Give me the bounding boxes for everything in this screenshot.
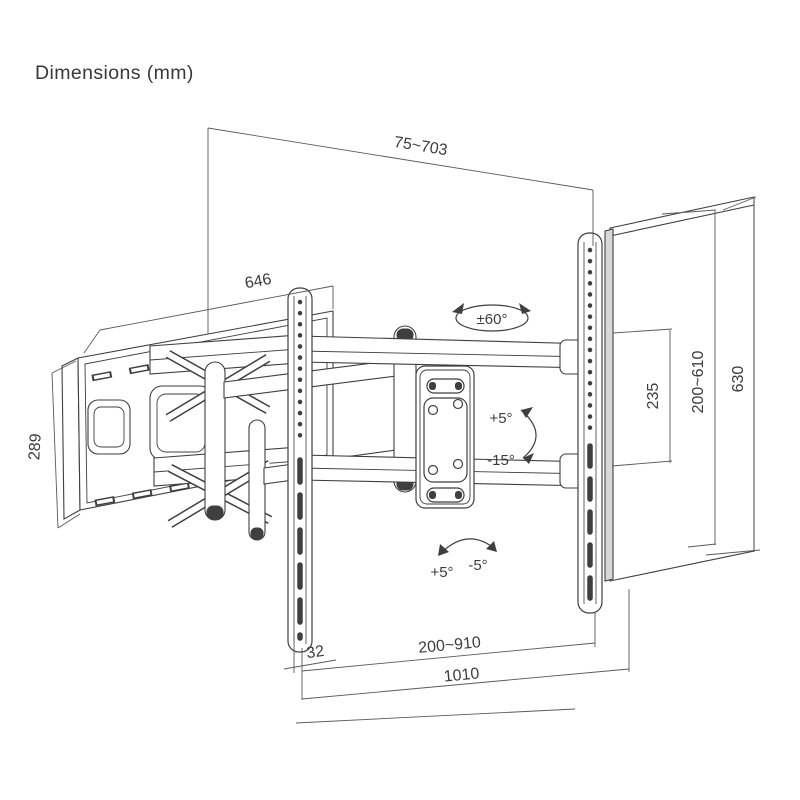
swivel-arrowhead-left xyxy=(452,303,464,314)
tv-panel xyxy=(604,196,755,582)
level-arrow xyxy=(440,538,496,554)
dimension-plate-height xyxy=(51,360,81,529)
vesa-hole-br xyxy=(452,458,464,470)
vesa-slot-top xyxy=(426,378,465,394)
wall-plate-cutout-left xyxy=(87,399,131,455)
pivot-post-rear xyxy=(204,361,226,521)
pivot-post-lower xyxy=(248,419,266,541)
swivel-label: ±60° xyxy=(477,311,508,328)
level-arrowhead-right xyxy=(486,541,497,552)
tv-panel-top-edge xyxy=(609,204,755,237)
vesa-hole-tl xyxy=(427,404,439,416)
articulating-arms xyxy=(149,325,417,541)
pivot-post-rear-cap xyxy=(206,505,224,520)
tilt-arrowhead-top xyxy=(521,407,533,418)
pivot-post-lower-cap xyxy=(250,527,264,540)
level-pos-label: +5° xyxy=(430,564,453,581)
dimension-rail-thickness xyxy=(283,636,337,700)
vesa-slot-bottom-end-left xyxy=(429,491,436,499)
dim-width-range-label: 200~910 xyxy=(418,634,482,657)
vesa-slot-top-end-left xyxy=(429,382,436,390)
angle-annotations xyxy=(438,303,537,556)
vesa-hole-bl xyxy=(427,464,439,476)
tv-panel-left-edge-strip xyxy=(604,228,614,582)
dimension-vesa-vertical xyxy=(611,328,673,467)
perspective-construction-line xyxy=(295,708,576,724)
dimension-width-range xyxy=(301,612,596,672)
vesa-slot-top-end-right xyxy=(455,382,462,390)
left-vesa-rail xyxy=(287,287,313,653)
dim-plate-width-label: 646 xyxy=(244,271,273,293)
swivel-arrow-ellipse xyxy=(455,304,529,332)
vesa-plate-inner-outline xyxy=(419,369,471,505)
vesa-slot-bottom xyxy=(426,487,465,503)
page-title: Dimensions (mm) xyxy=(35,62,194,84)
vesa-adapter-plate xyxy=(415,365,475,509)
dimension-total-width xyxy=(301,589,630,700)
level-arrowhead-left xyxy=(438,544,449,556)
dim-plate-height-label: 289 xyxy=(26,433,44,461)
tilt-up-label: +5° xyxy=(489,410,512,427)
vesa-hole-tr xyxy=(452,398,464,410)
dimension-lines xyxy=(51,127,761,724)
tilt-arrow xyxy=(520,409,537,459)
level-neg-label: -5° xyxy=(468,557,487,574)
dimension-bracket-height xyxy=(705,196,761,556)
dim-total-width-label: 1010 xyxy=(443,665,480,685)
right-vesa-rail xyxy=(577,232,603,614)
wall-plate-inner-outline xyxy=(84,317,328,504)
dim-height-range-label: 200~610 xyxy=(690,351,707,414)
tilt-arrowhead-bottom xyxy=(523,453,534,464)
dimension-height-range xyxy=(661,209,717,548)
swivel-arrowhead-right xyxy=(519,303,531,314)
dim-extension-label: 75~703 xyxy=(393,134,449,159)
dim-bracket-height-label: 630 xyxy=(730,366,747,393)
vesa-slot-bottom-end-right xyxy=(455,491,462,499)
tilt-down-label: -15° xyxy=(487,452,515,469)
upper-bar-midline xyxy=(299,350,593,358)
wall-plate-cutout-left-inner xyxy=(93,406,125,448)
wall-plate-side-face xyxy=(61,357,81,520)
dim-vesa-vertical-label: 235 xyxy=(645,383,662,410)
dimension-plate-width xyxy=(83,285,334,354)
dimension-extension-range xyxy=(207,127,594,334)
dim-rail-thickness-label: 32 xyxy=(305,643,325,662)
